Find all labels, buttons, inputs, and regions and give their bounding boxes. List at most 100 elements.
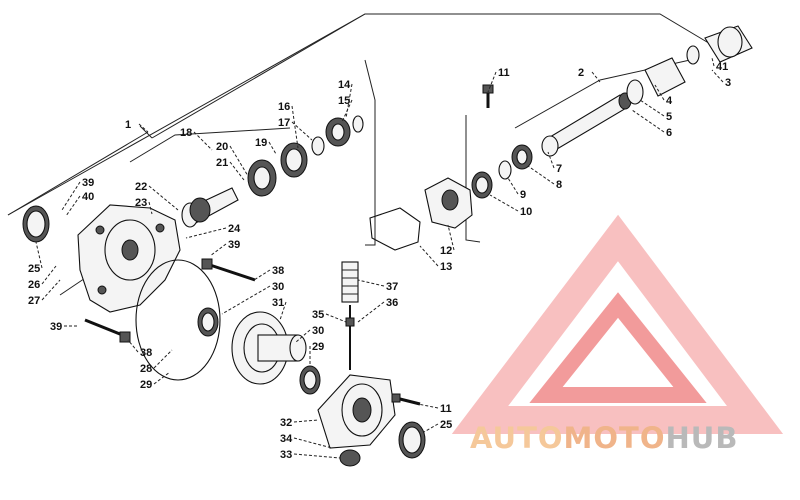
callout-leader (291, 105, 299, 149)
callout-number: 8 (556, 179, 562, 191)
callout-10: 10 (489, 194, 532, 218)
shaft-2 (541, 92, 632, 157)
callout-labels: 1234567891011111213141516171819202122232… (28, 57, 731, 461)
callout-leader (357, 301, 385, 323)
callout-number: 25 (28, 263, 40, 275)
callout-leader (489, 194, 519, 212)
callout-leader (65, 195, 81, 217)
ring-3 (686, 45, 700, 65)
callout-26: 26 (28, 265, 57, 291)
callout-38b: 38 (127, 339, 152, 359)
gear-31 (231, 311, 307, 385)
callout-number: 34 (280, 433, 293, 445)
callout-number: 36 (386, 297, 398, 309)
callout-8: 8 (527, 165, 562, 191)
callout-34: 34 (280, 433, 333, 449)
callout-leader (138, 123, 149, 133)
callout-18: 18 (180, 127, 213, 151)
callout-number: 21 (216, 157, 228, 169)
callout-leader (293, 453, 341, 459)
callout-number: 1 (125, 119, 131, 131)
callout-number: 13 (440, 261, 452, 273)
plunger-35 (345, 305, 355, 370)
callout-number: 35 (312, 309, 324, 321)
callout-leader (507, 177, 519, 195)
callout-22: 22 (135, 181, 179, 211)
callout-35: 35 (312, 309, 347, 323)
callout-number: 30 (272, 281, 284, 293)
bearing-20 (247, 159, 277, 197)
logo-inner-triangle (529, 292, 707, 403)
bearing-19 (280, 142, 308, 178)
callout-12: 12 (440, 224, 455, 257)
callout-number: 22 (135, 181, 147, 193)
callout-number: 6 (666, 127, 672, 139)
bearing-29 (299, 365, 321, 395)
callout-21: 21 (216, 157, 245, 181)
callout-leader (357, 279, 385, 287)
callout-number: 14 (338, 79, 351, 91)
callout-36: 36 (357, 297, 398, 323)
callout-leader (591, 71, 601, 83)
callout-number: 39 (50, 321, 62, 333)
callout-number: 39 (228, 239, 240, 251)
callout-leader (127, 339, 139, 353)
callout-17: 17 (278, 117, 313, 141)
callout-number: 25 (440, 419, 452, 431)
callout-19: 19 (255, 137, 277, 155)
callout-number: 17 (278, 117, 290, 129)
boot-41 (704, 25, 753, 63)
pinion-22 (181, 187, 239, 228)
callout-25a: 25 (28, 241, 43, 275)
spring-37 (341, 261, 359, 303)
callout-leader (61, 181, 81, 211)
bolt-38-upper (201, 258, 256, 282)
callout-24: 24 (185, 223, 241, 239)
callout-25b: 25 (423, 419, 452, 433)
gasket-28 (135, 259, 221, 381)
callout-leader (631, 109, 665, 133)
callout-number: 29 (140, 379, 152, 391)
automotohub-logo (451, 214, 784, 434)
callout-number: 40 (82, 191, 94, 203)
callout-leader (221, 285, 271, 315)
callout-39c: 39 (50, 321, 78, 333)
callout-leader (185, 227, 227, 239)
seal-ring-left (22, 205, 50, 243)
watermark-hub: HUB (666, 421, 739, 455)
drain-plug-33 (339, 449, 361, 467)
gasket-13 (369, 207, 421, 251)
output-housing-12 (424, 177, 473, 229)
callout-leader (345, 83, 353, 119)
callout-37: 37 (357, 279, 398, 293)
callout-16: 16 (278, 101, 299, 149)
boot-4 (644, 57, 686, 97)
callout-leader (268, 141, 277, 155)
callout-13: 13 (419, 245, 452, 273)
callout-11a: 11 (487, 67, 510, 93)
ring-14 (352, 115, 364, 133)
callout-leader (423, 423, 439, 433)
callout-number: 37 (386, 281, 398, 293)
callout-number: 27 (28, 295, 40, 307)
callout-33: 33 (280, 449, 341, 461)
callout-number: 5 (666, 111, 672, 123)
callout-number: 28 (140, 363, 152, 375)
callout-27: 27 (28, 279, 61, 307)
callout-leader (41, 265, 57, 285)
bolt-38-lower (84, 318, 131, 343)
callout-9: 9 (507, 177, 526, 201)
callout-leader (193, 131, 213, 151)
callout-leader (209, 243, 227, 257)
callout-leader (293, 419, 319, 423)
callout-number: 41 (716, 61, 728, 73)
parts-group (22, 25, 753, 467)
callout-5: 5 (639, 99, 672, 123)
callout-number: 31 (272, 297, 284, 309)
callout-2: 2 (578, 67, 601, 83)
callout-leader (148, 185, 179, 211)
callout-32: 32 (280, 417, 319, 429)
callout-number: 3 (725, 77, 731, 89)
bearing-8 (511, 144, 533, 170)
